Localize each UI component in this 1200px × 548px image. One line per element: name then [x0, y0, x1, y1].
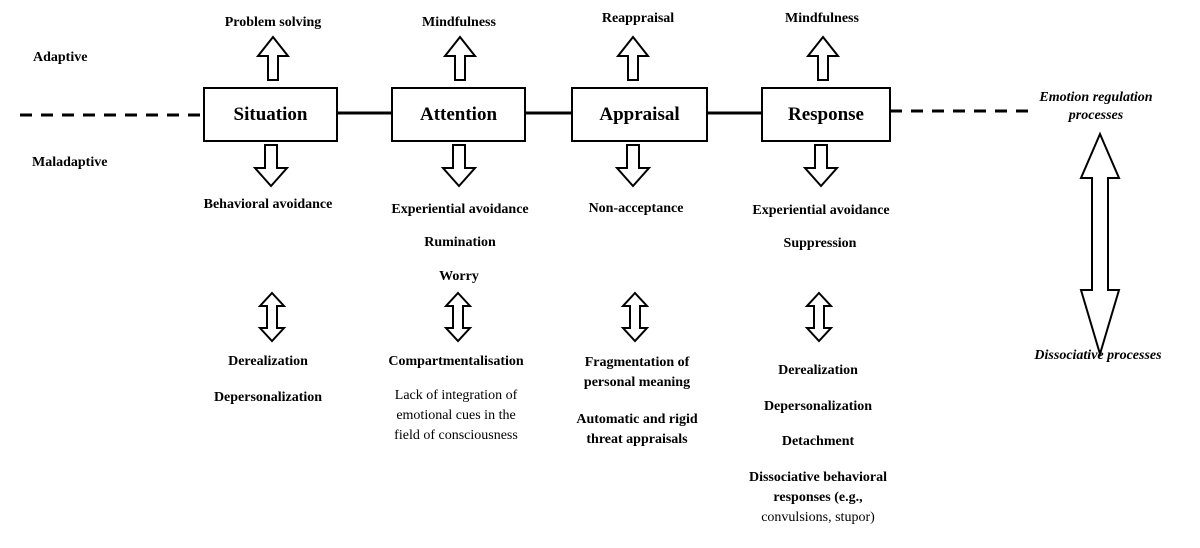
up-arrow-response	[805, 35, 841, 81]
dissociative-process: Derealization	[778, 363, 858, 378]
maladaptive-strategy: Worry	[439, 269, 479, 284]
adaptive-row-label: Adaptive	[33, 50, 88, 65]
dissociative-process: Compartmentalisation	[388, 354, 524, 369]
appraisal-box: Appraisal	[571, 87, 708, 142]
dissociative-process-bold: responses (e.g.,	[773, 490, 863, 505]
maladaptive-strategy: Behavioral avoidance	[203, 197, 333, 212]
dissociative-process: personal meaning	[583, 375, 691, 390]
response-box: Response	[761, 87, 891, 142]
situation-box: Situation	[203, 87, 338, 142]
emotion-regulation-label: processes	[1068, 108, 1124, 123]
maladaptive-strategy: Non-acceptance	[588, 201, 684, 216]
maladaptive-strategy: Rumination	[424, 235, 496, 250]
large-double-arrow	[1079, 131, 1121, 358]
double-arrow-appraisal	[620, 291, 650, 343]
dissociative-process: Dissociative behavioral	[748, 470, 888, 485]
dissociative-process: threat appraisals	[586, 432, 688, 447]
maladaptive-strategy: Experiential avoidance	[752, 203, 890, 218]
dissociative-processes-label: Dissociative processes	[1034, 348, 1162, 363]
dissociative-process: convulsions, stupor)	[761, 510, 875, 525]
down-arrow-appraisal	[614, 144, 652, 188]
dissociative-process: Fragmentation of	[584, 355, 690, 370]
up-arrow-attention	[442, 35, 478, 81]
double-arrow-attention	[443, 291, 473, 343]
double-arrow-situation	[257, 291, 287, 343]
dissociative-process: Detachment	[781, 434, 855, 449]
down-arrow-response	[802, 144, 840, 188]
maladaptive-strategy: Suppression	[783, 236, 857, 251]
dissociative-process: Depersonalization	[763, 399, 873, 414]
dissociative-process: Depersonalization	[213, 390, 323, 405]
adaptive-strategy-attention: Mindfulness	[422, 15, 496, 30]
dissociative-detail: emotional cues in the	[396, 408, 516, 423]
dissociative-process: Derealization	[228, 354, 308, 369]
attention-box: Attention	[391, 87, 526, 142]
adaptive-strategy-situation: Problem solving	[224, 15, 322, 30]
emotion-regulation-label: Emotion regulation	[1039, 90, 1153, 105]
adaptive-strategy-appraisal: Reappraisal	[601, 11, 675, 26]
dissociative-detail: field of consciousness	[394, 428, 518, 443]
maladaptive-strategy: Experiential avoidance	[391, 202, 529, 217]
dissociative-process: responses (e.g.,	[773, 489, 862, 506]
up-arrow-situation	[255, 35, 291, 81]
dissociative-detail: Lack of integration of	[394, 388, 518, 403]
down-arrow-situation	[252, 144, 290, 188]
down-arrow-attention	[440, 144, 478, 188]
dissociative-process: Automatic and rigid	[576, 412, 698, 427]
maladaptive-row-label: Maladaptive	[32, 155, 108, 170]
adaptive-strategy-response: Mindfulness	[785, 11, 859, 26]
up-arrow-appraisal	[615, 35, 651, 81]
double-arrow-response	[804, 291, 834, 343]
